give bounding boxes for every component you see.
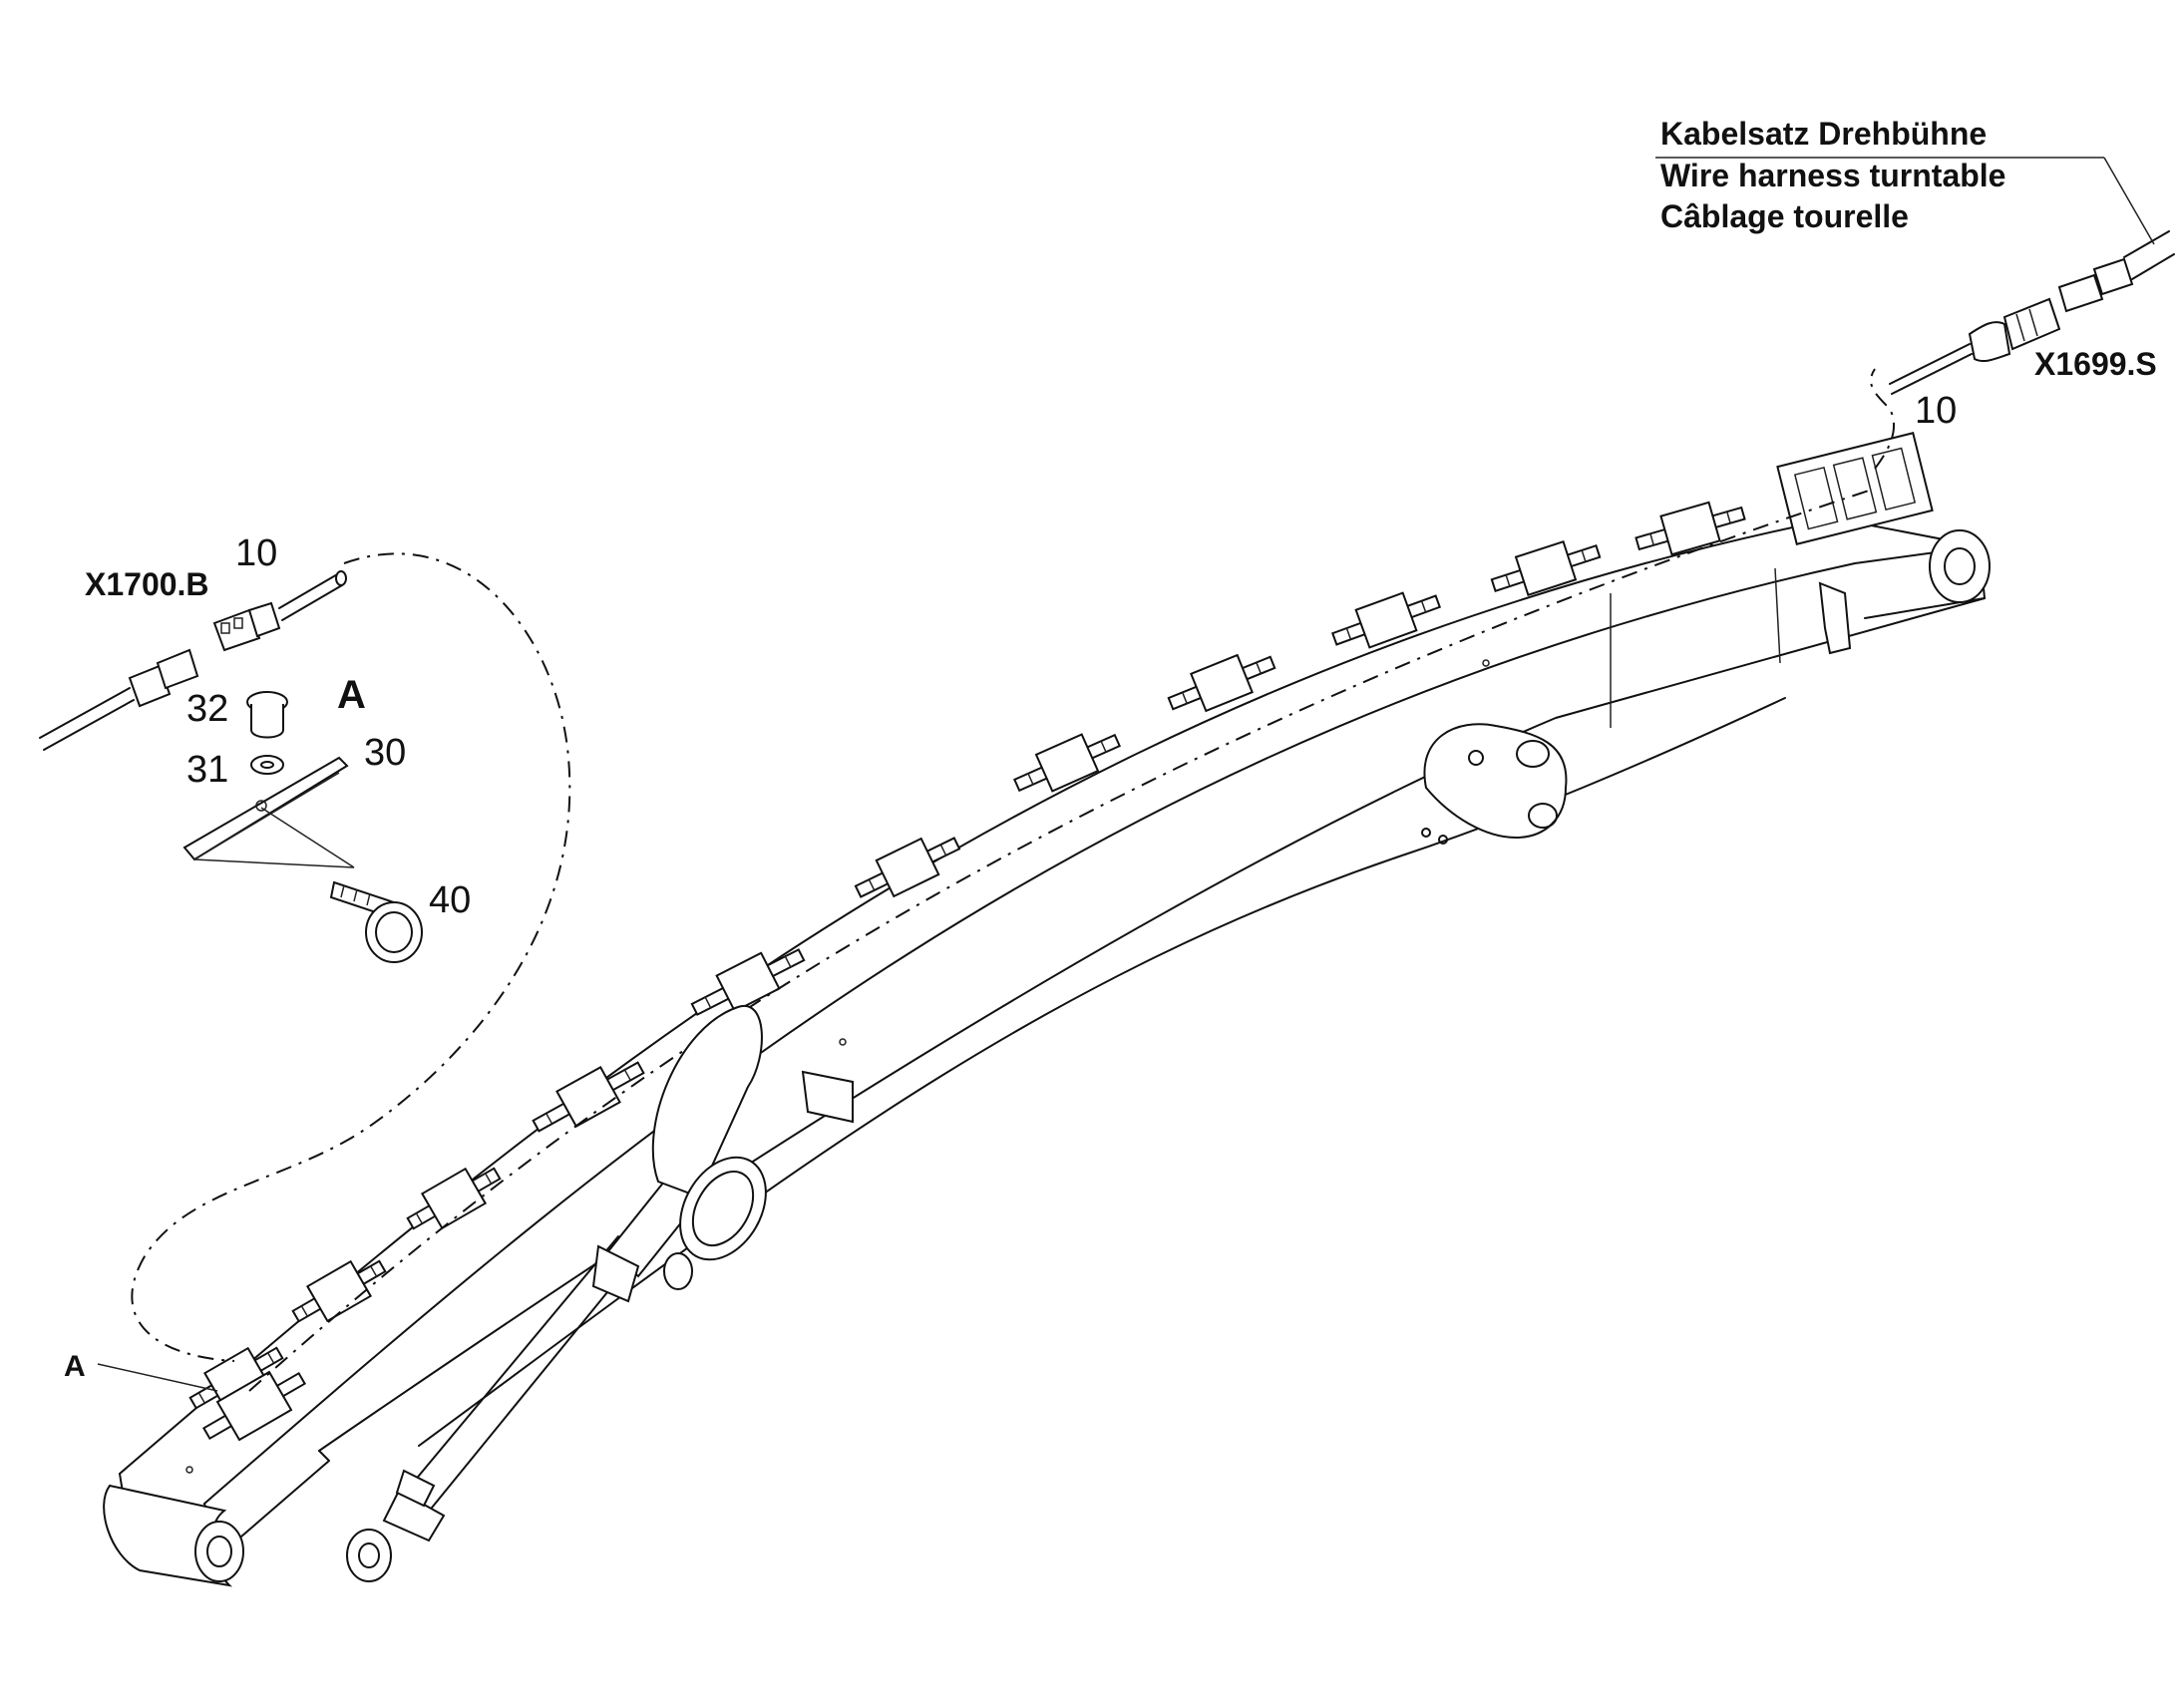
connector-x1699-s: [1889, 230, 2175, 395]
detail-a-leader: [97, 1363, 218, 1392]
detail-bolt: [246, 691, 288, 775]
detail-cable-tie: [329, 880, 423, 963]
callout-cable-tie: 40: [429, 879, 471, 921]
callout-harness-right: 10: [1915, 390, 1957, 432]
cable-bracket: [291, 1259, 387, 1323]
boom-body: [103, 517, 1991, 1587]
connector-label-right: X1699.S: [2034, 346, 2157, 382]
terminal-block: [1776, 432, 1934, 545]
cable-bracket: [1012, 733, 1122, 793]
cable-bracket: [532, 1061, 645, 1133]
harness-label-en: Wire harness turntable: [1660, 158, 2005, 193]
detail-ref-label: A: [64, 1350, 86, 1383]
harness-label-fr: Câblage tourelle: [1660, 198, 1909, 234]
cable-bracket: [1635, 501, 1746, 556]
connector-label-left: X1700.B: [85, 566, 209, 602]
cable-bracket: [1167, 653, 1276, 713]
cable-bracket: [1330, 591, 1442, 649]
hydraulic-cylinder: [346, 1004, 767, 1582]
cable-bracket-detail-a: [202, 1370, 306, 1442]
detail-clip: [182, 756, 355, 868]
detail-letter: A: [337, 673, 366, 717]
cable-bracket: [1490, 539, 1602, 597]
callout-bolt: 32: [186, 688, 228, 730]
connector-x1700-b: [39, 570, 347, 751]
callout-harness-left: 10: [235, 532, 277, 574]
callout-clip: 30: [364, 732, 406, 774]
cable-brackets: [188, 432, 1934, 1442]
callout-washer: 31: [186, 749, 228, 791]
cable-bracket: [854, 837, 961, 898]
cable-bracket: [690, 948, 806, 1016]
harness-label-de: Kabelsatz Drehbühne: [1660, 116, 1987, 152]
cable-bracket: [406, 1167, 502, 1230]
harness-routing: [131, 368, 1895, 1392]
harness-label-leader: [1655, 157, 2155, 245]
